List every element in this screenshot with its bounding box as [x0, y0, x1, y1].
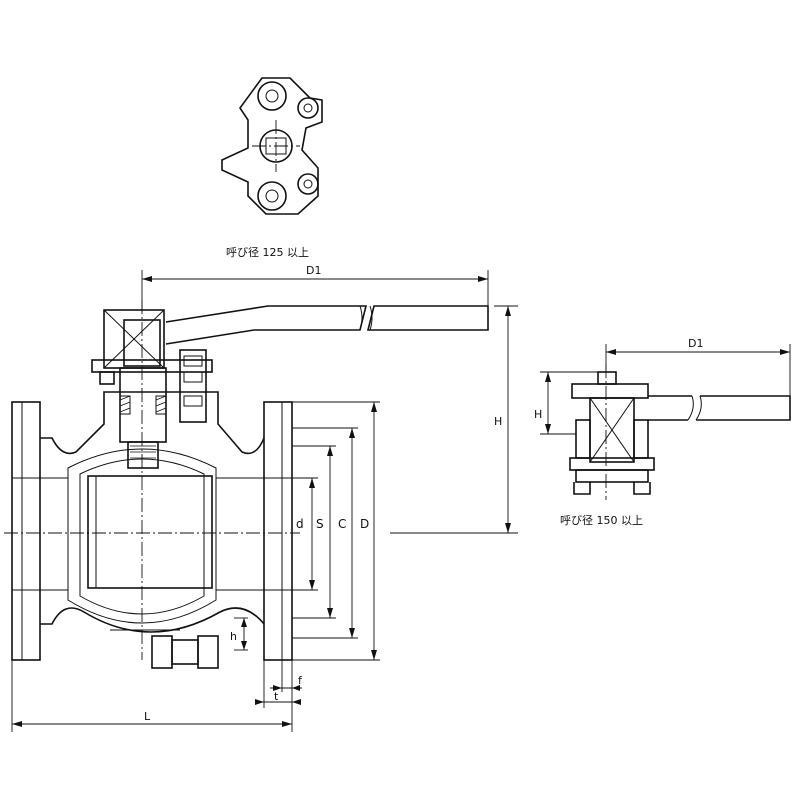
- label-h: h: [230, 630, 237, 643]
- label-H-side: H: [534, 408, 542, 421]
- dimension-C: [292, 427, 358, 639]
- label-D1-side: D1: [688, 337, 703, 350]
- dimension-L: [11, 660, 293, 732]
- top-view-gland-flange: [221, 77, 323, 215]
- dimension-D1-main: [141, 270, 489, 312]
- dimension-t-f: [255, 660, 302, 708]
- handle-lever: [165, 305, 489, 345]
- dimension-D1-side: [605, 344, 791, 396]
- dimension-d: [292, 477, 318, 591]
- label-S: S: [316, 517, 324, 531]
- label-C: C: [338, 517, 346, 531]
- side-view-operator: [569, 364, 791, 500]
- label-D1-main: D1: [306, 264, 321, 277]
- valve-body: [4, 300, 300, 661]
- dimension-D: [292, 401, 380, 661]
- label-D: D: [360, 517, 369, 531]
- side-view-caption: 呼び径 150 以上: [560, 514, 643, 527]
- label-L: L: [144, 710, 151, 723]
- label-d: d: [296, 517, 304, 531]
- label-H-main: H: [494, 415, 502, 428]
- dimension-S: [292, 445, 336, 619]
- drain-plug: [110, 629, 219, 669]
- dimension-h: [234, 617, 248, 651]
- dimension-H-side: [540, 371, 598, 435]
- label-f: f: [298, 674, 303, 687]
- valve-stem-and-gland: [91, 309, 213, 469]
- dimension-H-main: [390, 305, 518, 534]
- label-t: t: [274, 690, 279, 703]
- top-view-caption: 呼び径 125 以上: [226, 246, 309, 259]
